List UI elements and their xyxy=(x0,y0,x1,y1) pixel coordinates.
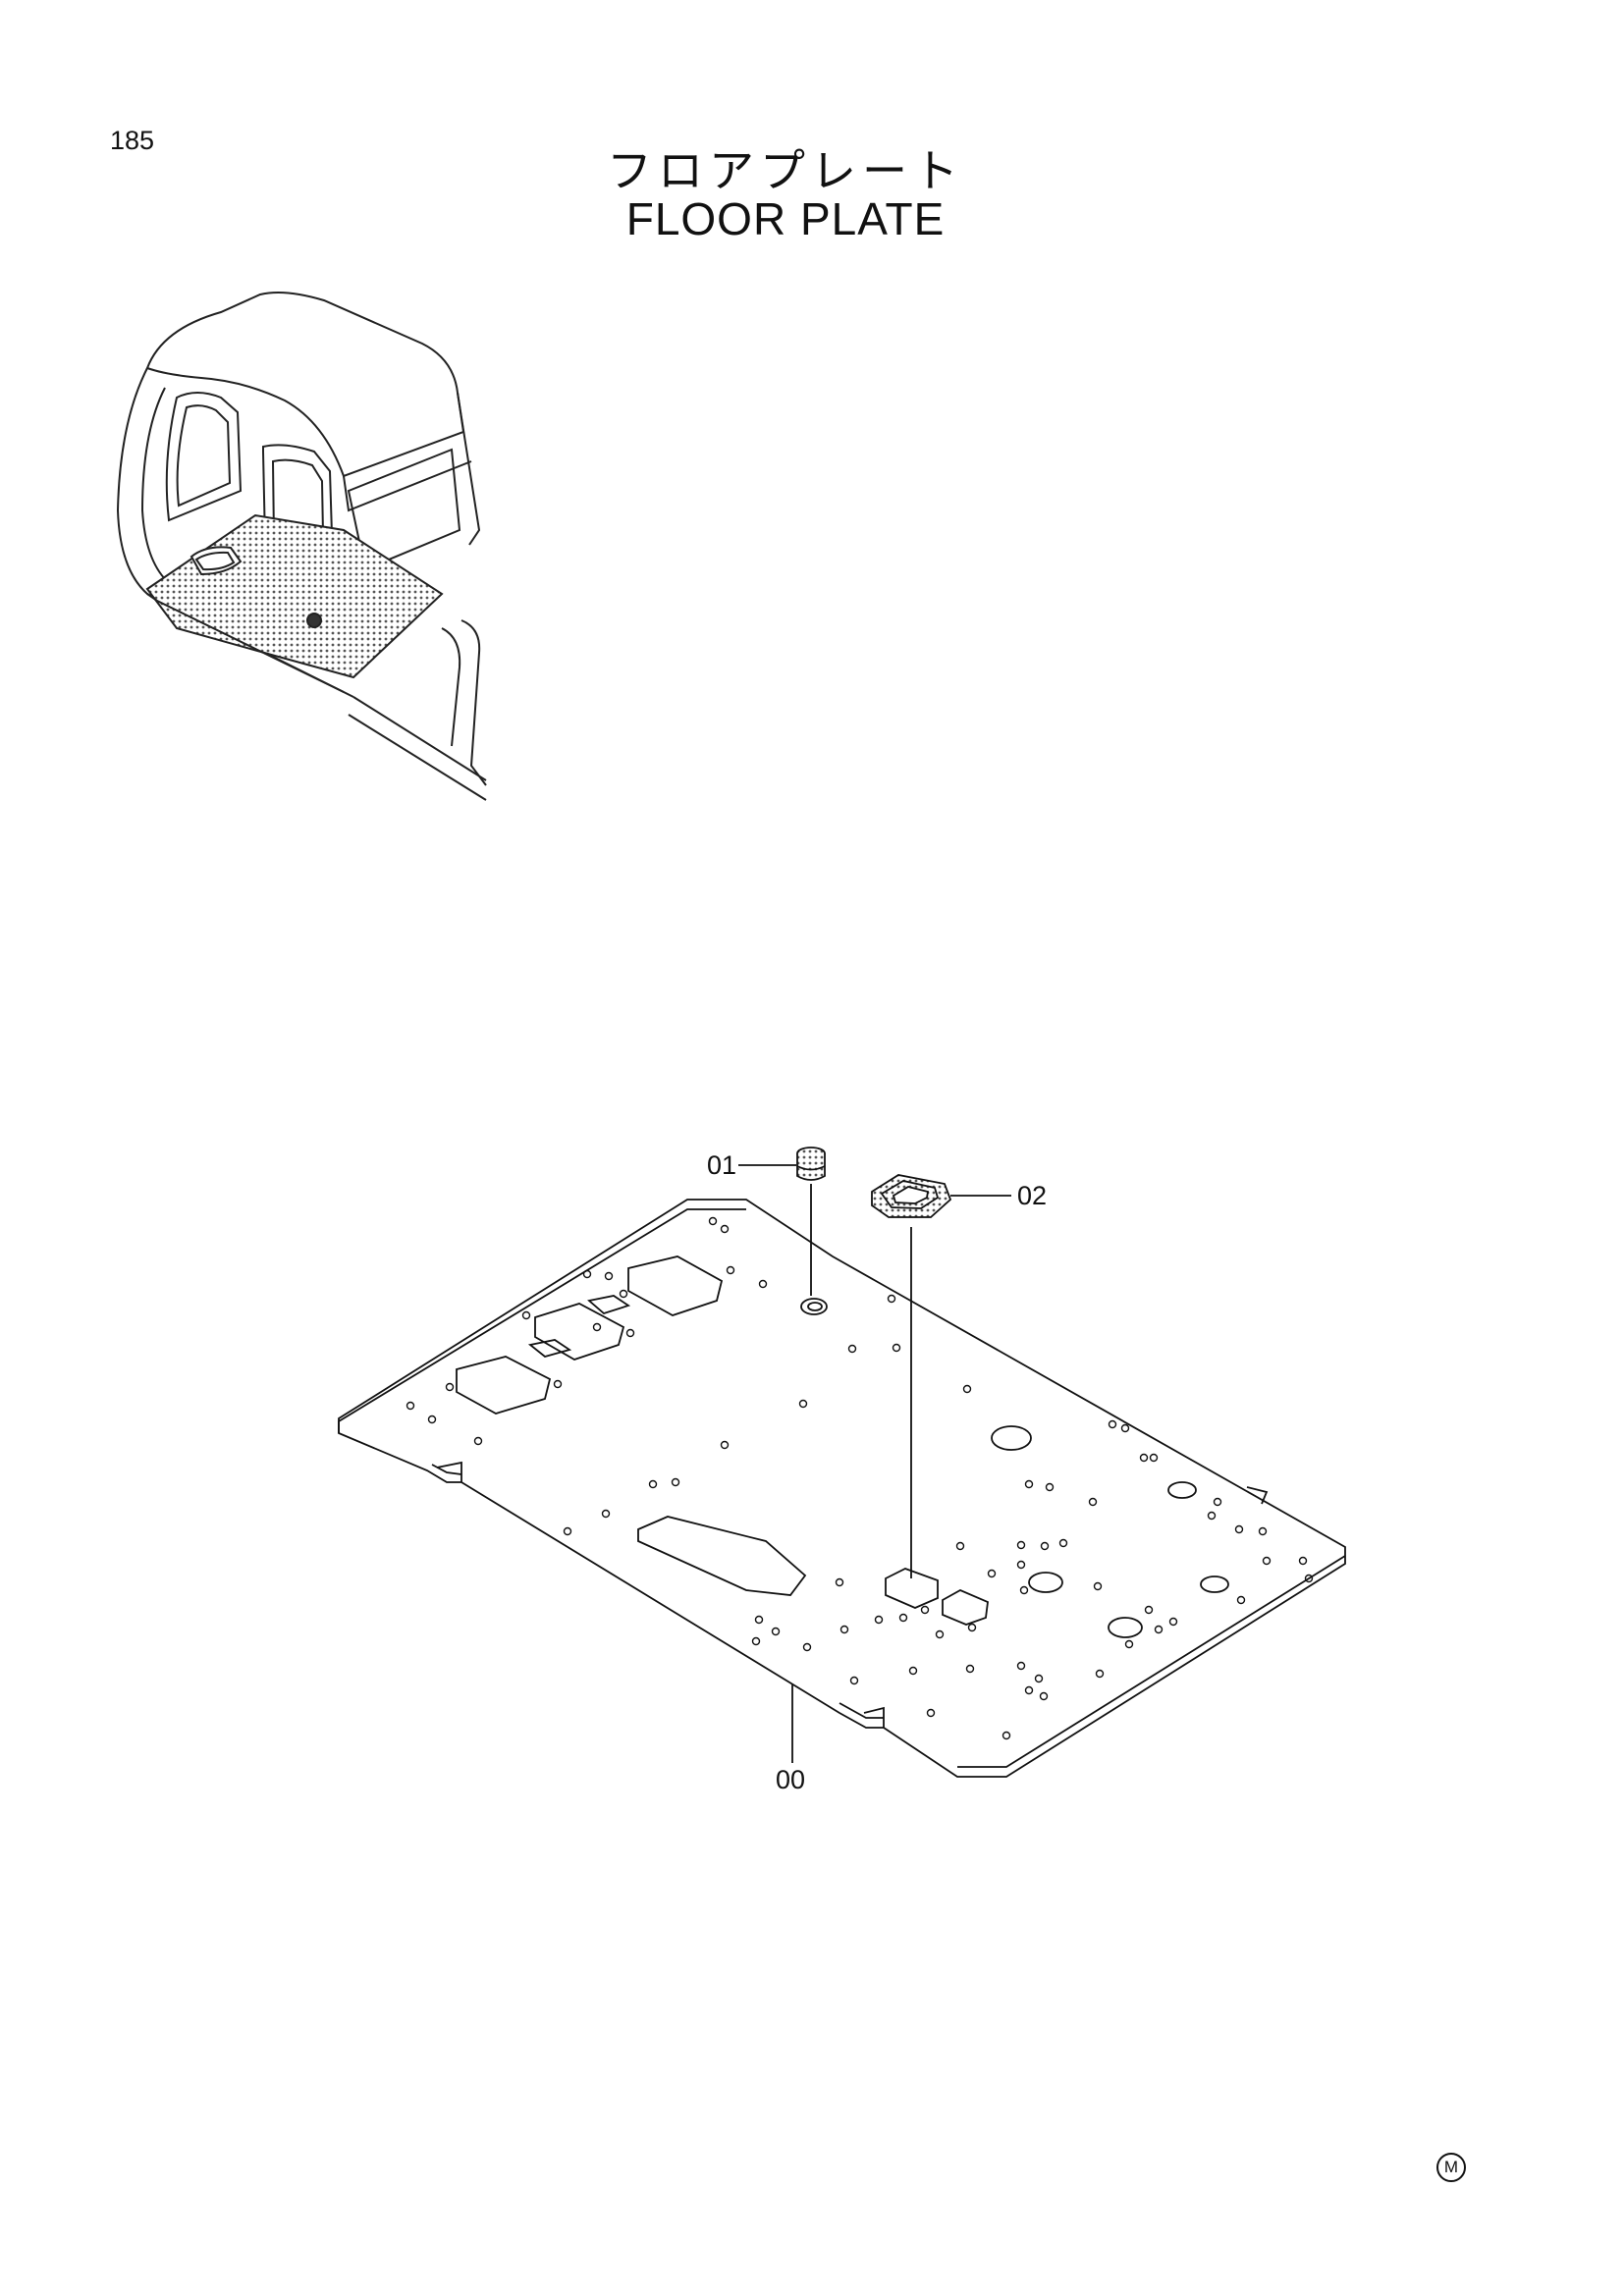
callout-02: 02 xyxy=(1017,1181,1047,1210)
callout-leaders xyxy=(738,1164,1011,1763)
title-english: FLOOR PLATE xyxy=(625,193,946,244)
callout-01: 01 xyxy=(707,1150,736,1180)
registered-mark: M xyxy=(1436,2153,1466,2182)
callout-00: 00 xyxy=(776,1765,805,1794)
part-02-grommet xyxy=(871,1174,952,1578)
part-01-plug xyxy=(796,1147,826,1296)
floor-plate xyxy=(338,1199,1346,1778)
page-number: 185 xyxy=(110,126,155,155)
cab-illustration xyxy=(116,292,487,801)
title-japanese: フロアプレート xyxy=(607,144,964,197)
